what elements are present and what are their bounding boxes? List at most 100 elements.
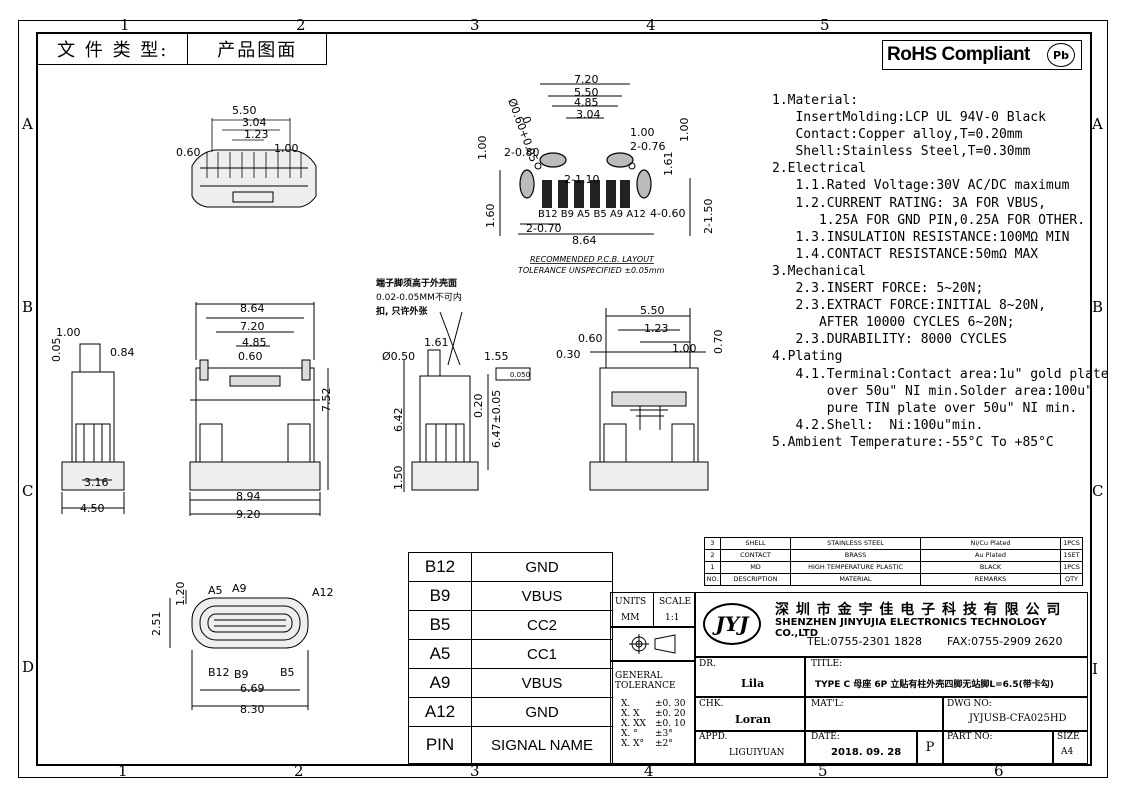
doc-type-header: 文 件 类 型: 产品图面 (38, 34, 327, 65)
signal-cell: GND (471, 697, 613, 727)
bom-cell: 1SET (1060, 549, 1083, 562)
svg-text:8.94: 8.94 (236, 490, 261, 503)
units-scale-box: UNITS MM SCALE 1:1 (610, 592, 696, 628)
svg-text:0: 0 (519, 115, 534, 126)
tolerance-value: ±3° (655, 729, 673, 739)
svg-text:1.55: 1.55 (484, 350, 509, 363)
svg-text:2-0.80: 2-0.80 (504, 146, 539, 159)
svg-text:B12: B12 (208, 666, 230, 679)
drawing-title: TYPE C 母座 6P 立贴有柱外壳四脚无站脚L=6.5(带卡勾) (815, 680, 1054, 690)
bom-cell: BLACK (920, 561, 1061, 574)
doc-type-value: 产品图面 (217, 40, 298, 61)
svg-text:0.60: 0.60 (578, 332, 603, 345)
rohs-badge: RoHS Compliant Pb (882, 40, 1082, 70)
units-value: MM (621, 613, 640, 623)
dwg-number: JYJUSB-CFA025HD (969, 713, 1067, 724)
spec-notes: 1.Material: InsertMolding:LCP UL 94V-0 B… (772, 92, 1109, 451)
signal-cell: CC1 (471, 639, 613, 669)
svg-text:4.50: 4.50 (80, 502, 105, 515)
tolerance-format: X. (621, 699, 631, 709)
spec-line: 2.Electrical (772, 161, 866, 177)
tolerance-value: ±0. 30 (655, 699, 686, 709)
svg-text:2.51: 2.51 (150, 612, 163, 637)
pcb-pin-labels: B12 B9 A5 B5 A9 A12 (538, 209, 646, 220)
svg-text:4.85: 4.85 (574, 96, 599, 109)
spec-line: 1.4.CONTACT RESISTANCE:50mΩ MAX (772, 246, 1039, 262)
bom-cell: 1PCS (1060, 537, 1083, 550)
tolerance-format: X. X° (621, 739, 645, 749)
company-name-en: SHENZHEN JINYUJIA ELECTRONICS TECHNOLOGY… (775, 617, 1047, 639)
spec-line: 4.1.Terminal:Contact area:1u" gold plate (772, 366, 1109, 382)
bom-cell: HIGH TEMPERATURE PLASTIC (790, 561, 921, 574)
zone-top-5: 5 (820, 16, 830, 34)
tolerance-value: ±2° (655, 739, 673, 749)
bom-cell: NO. (704, 573, 721, 586)
pin-cell: A12 (408, 697, 472, 727)
tolerance-format: X. X (621, 709, 640, 719)
side-view-drawing (403, 311, 531, 492)
tolerance-value: ±0. 20 (655, 709, 686, 719)
zone-right-a: A (1092, 115, 1103, 133)
zone-left-a: A (22, 115, 33, 133)
spec-line: 1.2.CURRENT RATING: 3A FOR VBUS, (772, 195, 1046, 211)
bom-cell: BRASS (790, 549, 921, 562)
drawing-inner-border (36, 32, 1092, 766)
spec-line: 4.2.Shell: Ni:100u"min. (772, 417, 984, 433)
size-box: SIZE A4 (1052, 730, 1088, 764)
tolerance-row: X. ±0. 30 (621, 699, 685, 709)
svg-text:1.23: 1.23 (244, 128, 269, 141)
zone-left-d: D (22, 658, 35, 676)
svg-text:8.64: 8.64 (572, 234, 597, 247)
general-tolerance-label: GENERAL TOLERANCE (615, 671, 676, 691)
spec-line: 5.Ambient Temperature:-55°C To +85°C (772, 434, 1054, 450)
appd-label: APPD. (699, 732, 728, 742)
svg-text:2-1.10: 2-1.10 (564, 173, 599, 186)
svg-text:Ø0.50: Ø0.50 (382, 350, 415, 363)
bom-cell: CONTACT (720, 549, 791, 562)
svg-text:A5: A5 (208, 584, 223, 597)
pin-cell: B5 (408, 610, 472, 640)
bom-cell: 1PCS (1060, 561, 1083, 574)
spec-line: 3.Mechanical (772, 263, 866, 279)
scale-value: 1:1 (665, 613, 680, 623)
svg-text:4-0.60: 4-0.60 (650, 207, 685, 220)
top-dim-5-50: 5.50 (232, 104, 257, 117)
zone-top-2: 2 (296, 16, 306, 34)
tolerance-format: X. XX (621, 719, 646, 729)
svg-text:9.20: 9.20 (236, 508, 261, 521)
pin-header: PIN (408, 726, 472, 764)
spec-line: 4.Plating (772, 349, 843, 365)
spec-line: 2.3.DURABILITY: 8000 CYCLES (772, 332, 1007, 348)
svg-text:3.04: 3.04 (576, 108, 601, 121)
matl-box: MAT'L: (804, 696, 944, 732)
dr-box: DR. Lila (694, 656, 806, 698)
appd-box: APPD. LIGUIYUAN (694, 730, 806, 764)
zone-bottom-2: 2 (294, 762, 304, 780)
tolerance-row: X. °±3° (621, 729, 685, 739)
chk-label: CHK. (699, 699, 724, 709)
svg-text:1.00: 1.00 (56, 326, 81, 339)
tolerance-row: X. XX ±0. 10 (621, 719, 685, 729)
bom-cell: DESCRIPTION (720, 573, 791, 586)
tolerance-value: ±0. 10 (655, 719, 686, 729)
company-tel: TEL:0755-2301 1828 (807, 635, 922, 648)
spec-line: 1.25A FOR GND PIN,0.25A FOR OTHER. (772, 212, 1086, 228)
zone-left-c: C (22, 482, 34, 500)
pcb-layout-drawing (499, 83, 691, 236)
bom-cell: REMARKS (920, 573, 1061, 586)
part-no-box: PART NO: (942, 730, 1054, 764)
note-line-2: 0.02-0.05MM不可内 (376, 291, 462, 303)
zone-bottom-4: 4 (644, 762, 654, 780)
svg-text:4.85: 4.85 (242, 336, 267, 349)
pb-free-icon: Pb (1047, 43, 1075, 67)
company-box: JYJ 深 圳 市 金 宇 佳 电 子 科 技 有 限 公 司 SHENZHEN… (694, 592, 1088, 658)
spec-line: 2.3.EXTRACT FORCE:INITIAL 8~20N, (772, 298, 1046, 314)
top-view-drawing (191, 118, 317, 208)
